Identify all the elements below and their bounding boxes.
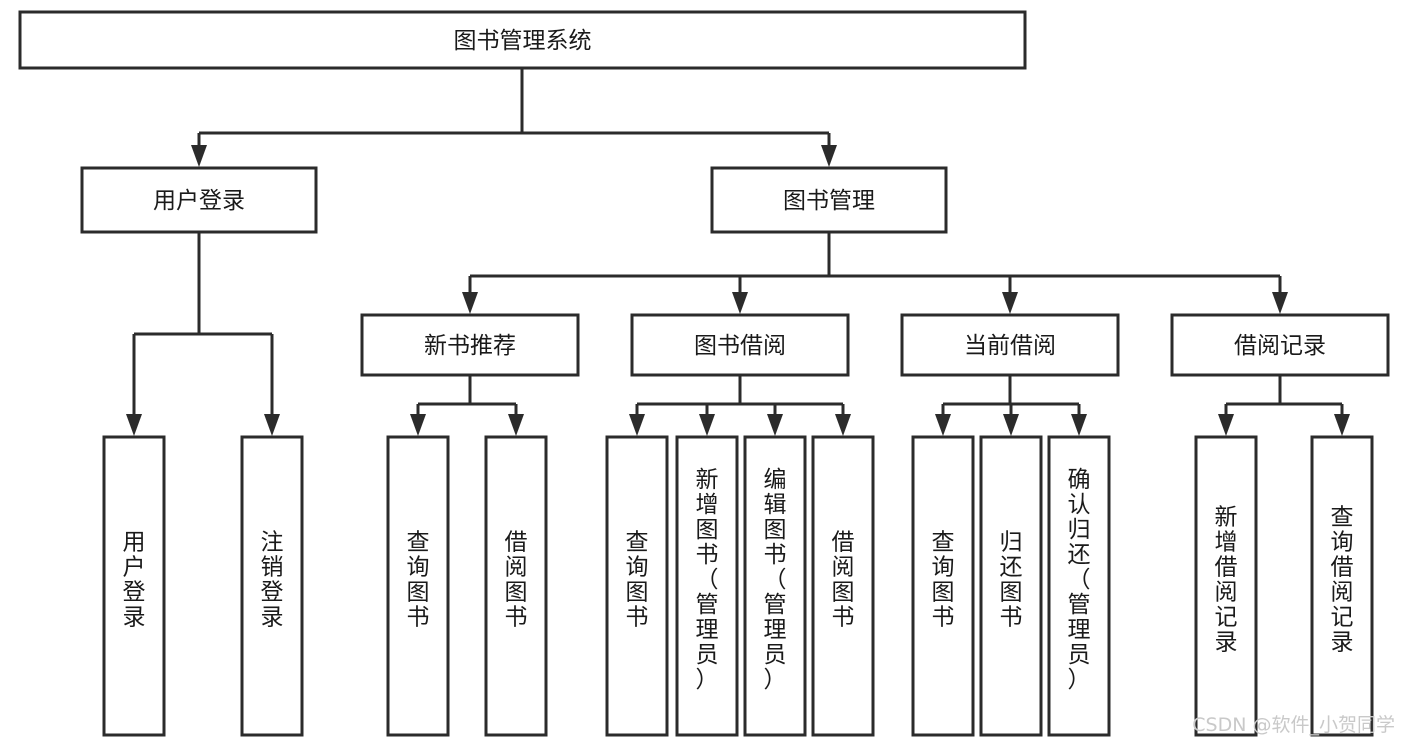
arrow-head-icon (835, 414, 851, 436)
node-box-leaf-edit-book[interactable] (743, 435, 807, 737)
node-label-borrow-record: 借阅记录 (1234, 333, 1326, 359)
node-leaf-add-book[interactable]: 新增图书（管理员） (675, 435, 739, 737)
node-label-leaf-confirm-return: 确认归还（管理员） (1068, 467, 1091, 693)
node-box-leaf-return-book[interactable] (979, 435, 1043, 737)
node-user-login[interactable]: 用户登录 (80, 166, 318, 234)
node-label-book-manage: 图书管理 (783, 188, 875, 214)
node-box-leaf-query-book-current[interactable] (911, 435, 975, 737)
node-box-current-borrow[interactable] (900, 313, 1120, 377)
node-box-leaf-user-logout[interactable] (240, 435, 304, 737)
node-leaf-confirm-return[interactable]: 确认归还（管理员） (1047, 435, 1111, 737)
arrow-head-icon (191, 145, 207, 167)
arrow-head-icon (629, 414, 645, 436)
node-book-borrow[interactable]: 图书借阅 (630, 313, 850, 377)
arrow-head-icon (821, 145, 837, 167)
node-book-manage[interactable]: 图书管理 (710, 166, 948, 234)
node-leaf-query-borrow-record[interactable]: 查询借阅记录 (1310, 435, 1374, 737)
node-label-leaf-borrow-book-recommend: 借阅图书 (505, 530, 528, 631)
arrow-head-icon (126, 414, 142, 436)
arrow-head-icon (1003, 414, 1019, 436)
node-box-book-borrow[interactable] (630, 313, 850, 377)
connector-borrow-to-leaves (629, 375, 851, 436)
node-box-root[interactable] (18, 10, 1027, 70)
node-box-leaf-add-borrow-record[interactable] (1194, 435, 1258, 737)
node-label-leaf-edit-book: 编辑图书（管理员） (764, 467, 787, 693)
arrow-head-icon (1071, 414, 1087, 436)
arrow-head-icon (935, 414, 951, 436)
connector-userlogin-to-leaves (126, 232, 280, 436)
node-new-book-recommend[interactable]: 新书推荐 (360, 313, 580, 377)
node-label-leaf-query-book-current: 查询图书 (932, 530, 955, 631)
arrow-head-icon (767, 414, 783, 436)
arrow-head-icon (1334, 414, 1350, 436)
connectors-layer (126, 68, 1350, 436)
node-box-leaf-user-login[interactable] (102, 435, 166, 737)
node-leaf-query-book-borrow[interactable]: 查询图书 (605, 435, 669, 737)
arrow-head-icon (1272, 292, 1288, 314)
connector-current-to-leaves (935, 375, 1087, 436)
node-label-leaf-query-book-recommend: 查询图书 (407, 530, 430, 631)
node-leaf-edit-book[interactable]: 编辑图书（管理员） (743, 435, 807, 737)
node-label-leaf-add-book: 新增图书（管理员） (696, 467, 719, 693)
node-label-leaf-query-book-borrow: 查询图书 (626, 530, 649, 631)
node-leaf-add-borrow-record[interactable]: 新增借阅记录 (1194, 435, 1258, 737)
node-borrow-record[interactable]: 借阅记录 (1170, 313, 1390, 377)
node-box-user-login[interactable] (80, 166, 318, 234)
node-leaf-borrow-book-recommend[interactable]: 借阅图书 (484, 435, 548, 737)
node-label-user-login: 用户登录 (153, 188, 245, 214)
arrow-head-icon (462, 292, 478, 314)
node-box-leaf-query-borrow-record[interactable] (1310, 435, 1374, 737)
arrow-head-icon (699, 414, 715, 436)
node-leaf-return-book[interactable]: 归还图书 (979, 435, 1043, 737)
node-label-leaf-add-borrow-record: 新增借阅记录 (1215, 505, 1238, 656)
node-box-new-book-recommend[interactable] (360, 313, 580, 377)
node-label-leaf-borrow-book: 借阅图书 (832, 530, 855, 631)
node-label-book-borrow: 图书借阅 (694, 333, 786, 359)
node-root[interactable]: 图书管理系统 (18, 10, 1027, 70)
csdn-watermark: CSDN @软件_小贺同学 (1192, 714, 1395, 736)
node-box-leaf-query-book-recommend[interactable] (386, 435, 450, 737)
arrow-head-icon (1002, 292, 1018, 314)
node-leaf-user-logout[interactable]: 注销登录 (240, 435, 304, 737)
connector-recommend-to-leaves (410, 375, 524, 436)
connector-bookmanage-to-level3 (462, 232, 1288, 314)
node-box-leaf-borrow-book[interactable] (811, 435, 875, 737)
node-label-new-book-recommend: 新书推荐 (424, 333, 516, 359)
node-current-borrow[interactable]: 当前借阅 (900, 313, 1120, 377)
node-leaf-query-book-current[interactable]: 查询图书 (911, 435, 975, 737)
nodes-layer: 图书管理系统用户登录图书管理新书推荐图书借阅当前借阅借阅记录用户登录注销登录查询… (18, 10, 1390, 737)
node-label-leaf-user-login: 用户登录 (123, 530, 146, 631)
node-box-leaf-add-book[interactable] (675, 435, 739, 737)
connector-record-to-leaves (1218, 375, 1350, 436)
node-label-root: 图书管理系统 (454, 28, 592, 54)
arrow-head-icon (1218, 414, 1234, 436)
arrow-head-icon (264, 414, 280, 436)
node-label-leaf-return-book: 归还图书 (1000, 530, 1023, 631)
node-box-borrow-record[interactable] (1170, 313, 1390, 377)
node-leaf-user-login[interactable]: 用户登录 (102, 435, 166, 737)
node-box-book-manage[interactable] (710, 166, 948, 234)
arrow-head-icon (410, 414, 426, 436)
arrow-head-icon (508, 414, 524, 436)
node-leaf-query-book-recommend[interactable]: 查询图书 (386, 435, 450, 737)
node-label-leaf-user-logout: 注销登录 (261, 530, 284, 631)
node-leaf-borrow-book[interactable]: 借阅图书 (811, 435, 875, 737)
node-label-leaf-query-borrow-record: 查询借阅记录 (1331, 505, 1354, 656)
arrow-head-icon (732, 292, 748, 314)
node-label-current-borrow: 当前借阅 (964, 333, 1056, 359)
node-box-leaf-borrow-book-recommend[interactable] (484, 435, 548, 737)
node-box-leaf-confirm-return[interactable] (1047, 435, 1111, 737)
node-box-leaf-query-book-borrow[interactable] (605, 435, 669, 737)
connector-root-to-level2 (191, 68, 837, 167)
